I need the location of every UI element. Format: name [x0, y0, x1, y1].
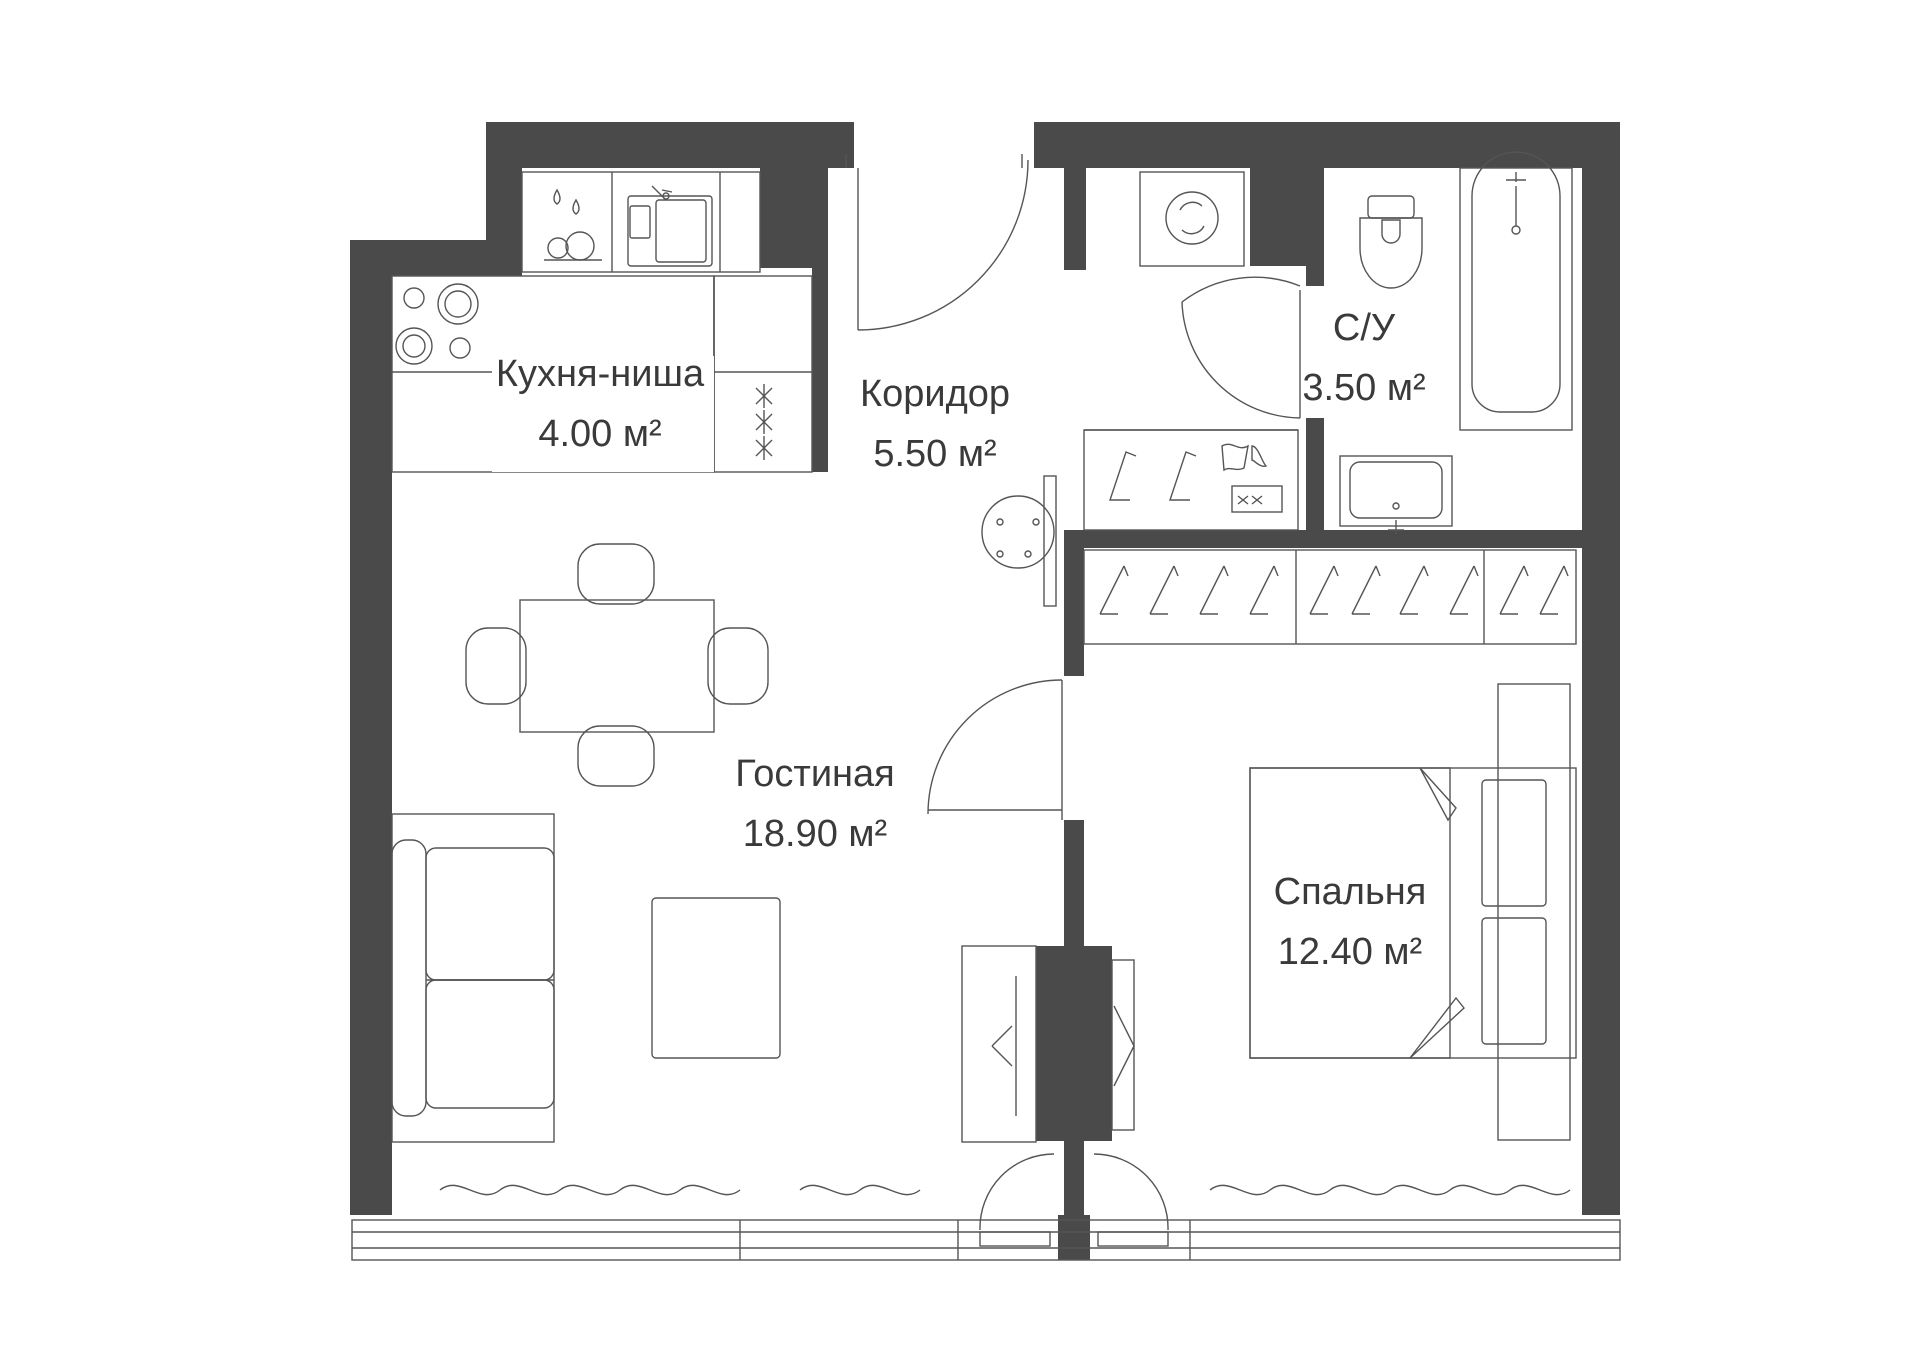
kitchen-fixtures	[391, 171, 813, 473]
wall-left	[350, 240, 392, 1215]
tv-stand-right	[1111, 959, 1135, 1131]
radiator-icon	[439, 1184, 741, 1196]
kitchen-label-plate	[492, 356, 714, 472]
wall-corridor-top-stub	[1064, 168, 1086, 270]
living-door-swing-icon	[927, 679, 1063, 815]
wall-bath-stub-bottom	[1306, 418, 1324, 536]
closet-hangers	[1099, 565, 1569, 615]
entry-door	[845, 154, 1029, 331]
room-name-corridor: Коридор	[860, 373, 1010, 415]
toilet-icon	[1359, 195, 1423, 289]
sink-icon	[627, 185, 713, 267]
washing-machine-drum	[1165, 191, 1219, 245]
room-name-bedroom: Спальня	[1274, 871, 1427, 913]
wall-window-pier	[1058, 1215, 1090, 1260]
windows	[351, 1153, 1621, 1261]
room-name-kitchen: Кухня-ниша	[496, 353, 705, 395]
room-labels: Кухня-ниша 4.00 м² Коридор 5.50 м² С/У 3…	[496, 307, 1426, 973]
bed-icon	[1249, 683, 1577, 1141]
stove-icon	[395, 283, 479, 365]
room-name-living: Гостиная	[735, 753, 895, 795]
room-area-bathroom: 3.50 м²	[1302, 367, 1425, 409]
tv-stand	[961, 945, 1037, 1143]
kitchen-counter-top	[521, 171, 761, 273]
bedroom-closet	[1083, 549, 1577, 645]
wall-kitchen-column	[760, 168, 814, 268]
wall-partition-thick	[1036, 946, 1112, 1141]
bedroom-fixtures	[1209, 683, 1577, 1196]
closets	[981, 429, 1577, 645]
chair-icon	[465, 543, 769, 787]
wall-kitchen-right	[812, 168, 828, 472]
room-area-kitchen: 4.00 м²	[538, 413, 661, 455]
wall-closet-bathroom	[1064, 530, 1620, 548]
radiator-icon-2	[799, 1184, 921, 1196]
wall-top-left	[486, 122, 854, 168]
radiator-icon	[755, 384, 773, 460]
wall-bath-stub-top	[1306, 168, 1324, 286]
dishwasher-icon	[544, 188, 602, 261]
coat-rack-icon	[981, 475, 1057, 607]
bathroom-fixtures	[1139, 151, 1573, 534]
kitchen-cabinet-right	[713, 275, 813, 473]
washing-machine-icon	[1139, 171, 1245, 267]
wall-partition-upper	[1064, 530, 1084, 676]
bathroom-door-swing-icon	[1181, 276, 1301, 303]
wall-right	[1582, 122, 1620, 1215]
walls	[350, 122, 1620, 1260]
room-area-corridor: 5.50 м²	[873, 433, 996, 475]
entry-door-swing-icon	[857, 159, 1029, 331]
sofa-icon	[391, 813, 555, 1143]
bathtub-icon	[1459, 151, 1573, 431]
room-area-living: 18.90 м²	[743, 813, 887, 855]
window-icon	[351, 1219, 1621, 1261]
coffee-table-icon	[651, 897, 781, 1059]
washbasin-icon	[1339, 455, 1453, 534]
table-icon	[519, 599, 715, 733]
wall-top-right	[1034, 122, 1620, 168]
hanger-icon	[1109, 443, 1283, 513]
radiator-icon-3	[1209, 1184, 1571, 1196]
room-area-bedroom: 12.40 м²	[1278, 931, 1422, 973]
room-name-bathroom: С/У	[1333, 307, 1396, 349]
living-fixtures	[391, 543, 1135, 1196]
balcony-door-swing-icon	[979, 1153, 1055, 1231]
